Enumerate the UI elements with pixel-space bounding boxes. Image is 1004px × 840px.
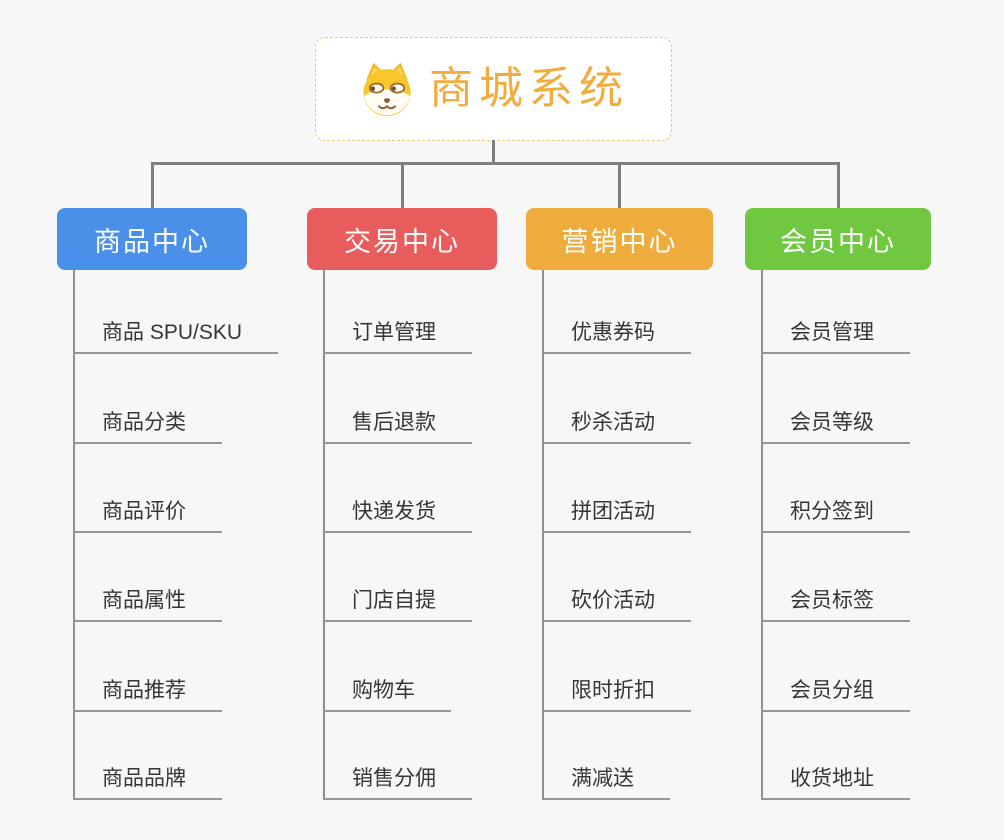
branch-product-center[interactable]: 商品中心 xyxy=(57,208,247,270)
leaf-item[interactable]: 会员分组 xyxy=(761,676,910,712)
leaf-item[interactable]: 商品属性 xyxy=(73,586,222,622)
spine-trade-center xyxy=(323,270,325,800)
leaf-item[interactable]: 收货地址 xyxy=(761,764,910,800)
root-node[interactable]: 商城系统 xyxy=(315,37,672,141)
leaf-item[interactable]: 售后退款 xyxy=(323,408,472,444)
leaf-item[interactable]: 秒杀活动 xyxy=(542,408,691,444)
leaf-item[interactable]: 购物车 xyxy=(323,676,451,712)
leaf-item[interactable]: 满减送 xyxy=(542,764,670,800)
spine-member-center xyxy=(761,270,763,800)
leaf-item[interactable]: 销售分佣 xyxy=(323,764,472,800)
root-node-title: 商城系统 xyxy=(429,64,629,113)
leaf-item[interactable]: 快递发货 xyxy=(323,497,472,533)
leaf-item[interactable]: 商品品牌 xyxy=(73,764,222,800)
leaf-item[interactable]: 商品推荐 xyxy=(73,676,222,712)
leaf-item[interactable]: 订单管理 xyxy=(323,318,472,354)
branch-trade-center[interactable]: 交易中心 xyxy=(307,208,497,270)
spine-marketing-center xyxy=(542,270,544,800)
leaf-item[interactable]: 会员等级 xyxy=(761,408,910,444)
spine-product-center xyxy=(73,270,75,800)
branch-marketing-center[interactable]: 营销中心 xyxy=(526,208,713,270)
leaf-item[interactable]: 会员管理 xyxy=(761,318,910,354)
leaf-item[interactable]: 商品分类 xyxy=(73,408,222,444)
connector-drop-trade xyxy=(401,163,404,208)
shiba-dog-icon xyxy=(363,62,411,117)
leaf-item[interactable]: 优惠券码 xyxy=(542,318,691,354)
connector-root-drop xyxy=(492,140,495,164)
leaf-item[interactable]: 限时折扣 xyxy=(542,676,691,712)
leaf-item[interactable]: 会员标签 xyxy=(761,586,910,622)
leaf-item[interactable]: 商品 SPU/SKU xyxy=(73,318,279,354)
leaf-item[interactable]: 拼团活动 xyxy=(542,497,691,533)
connector-drop-product xyxy=(151,163,154,208)
leaf-item[interactable]: 积分签到 xyxy=(761,497,910,533)
connector-drop-member xyxy=(837,163,840,208)
leaf-item[interactable]: 砍价活动 xyxy=(542,586,691,622)
connector-drop-marketing xyxy=(618,163,621,208)
leaf-item[interactable]: 商品评价 xyxy=(73,497,222,533)
leaf-item[interactable]: 门店自提 xyxy=(323,586,472,622)
connector-horizontal xyxy=(151,162,840,165)
branch-member-center[interactable]: 会员中心 xyxy=(745,208,931,270)
